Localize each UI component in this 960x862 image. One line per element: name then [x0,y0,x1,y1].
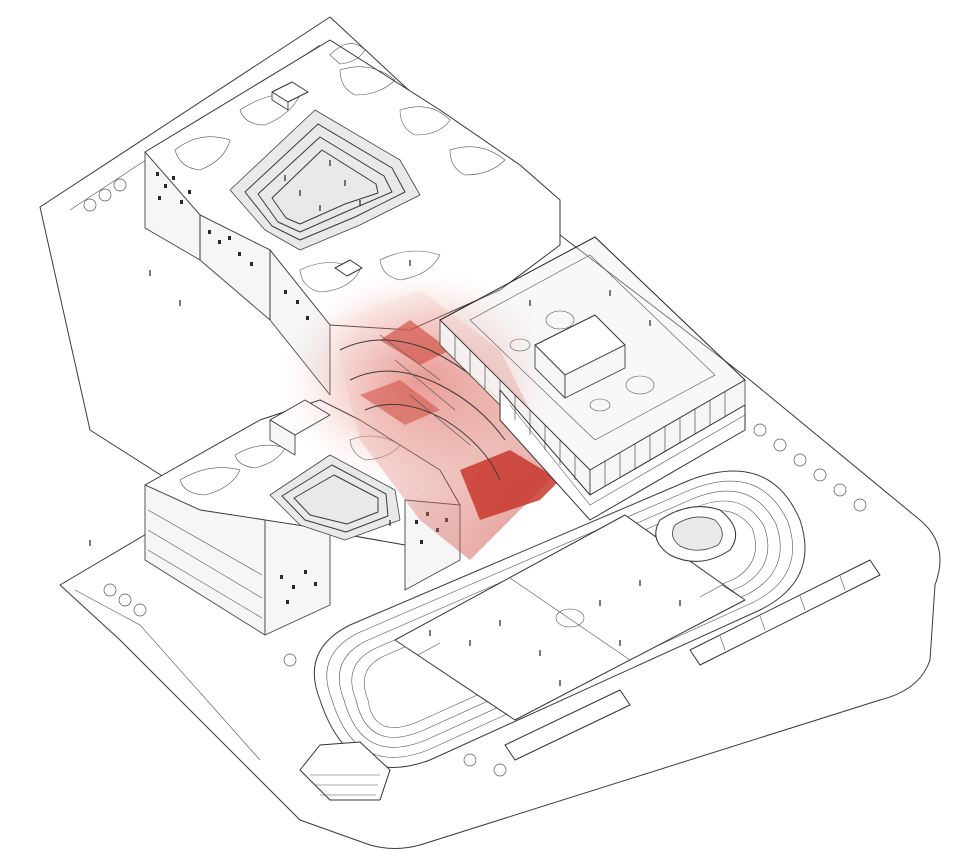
gymnasium-mullions [454,335,726,486]
north-building [144,39,561,396]
east-pavilions [504,559,881,761]
gymnasium-glass-box [439,236,746,521]
football-field [394,514,746,721]
trees [83,178,867,777]
central-red-atrium [280,270,560,560]
small-stadium [655,506,737,562]
grandstand [299,741,391,801]
people [89,160,681,686]
